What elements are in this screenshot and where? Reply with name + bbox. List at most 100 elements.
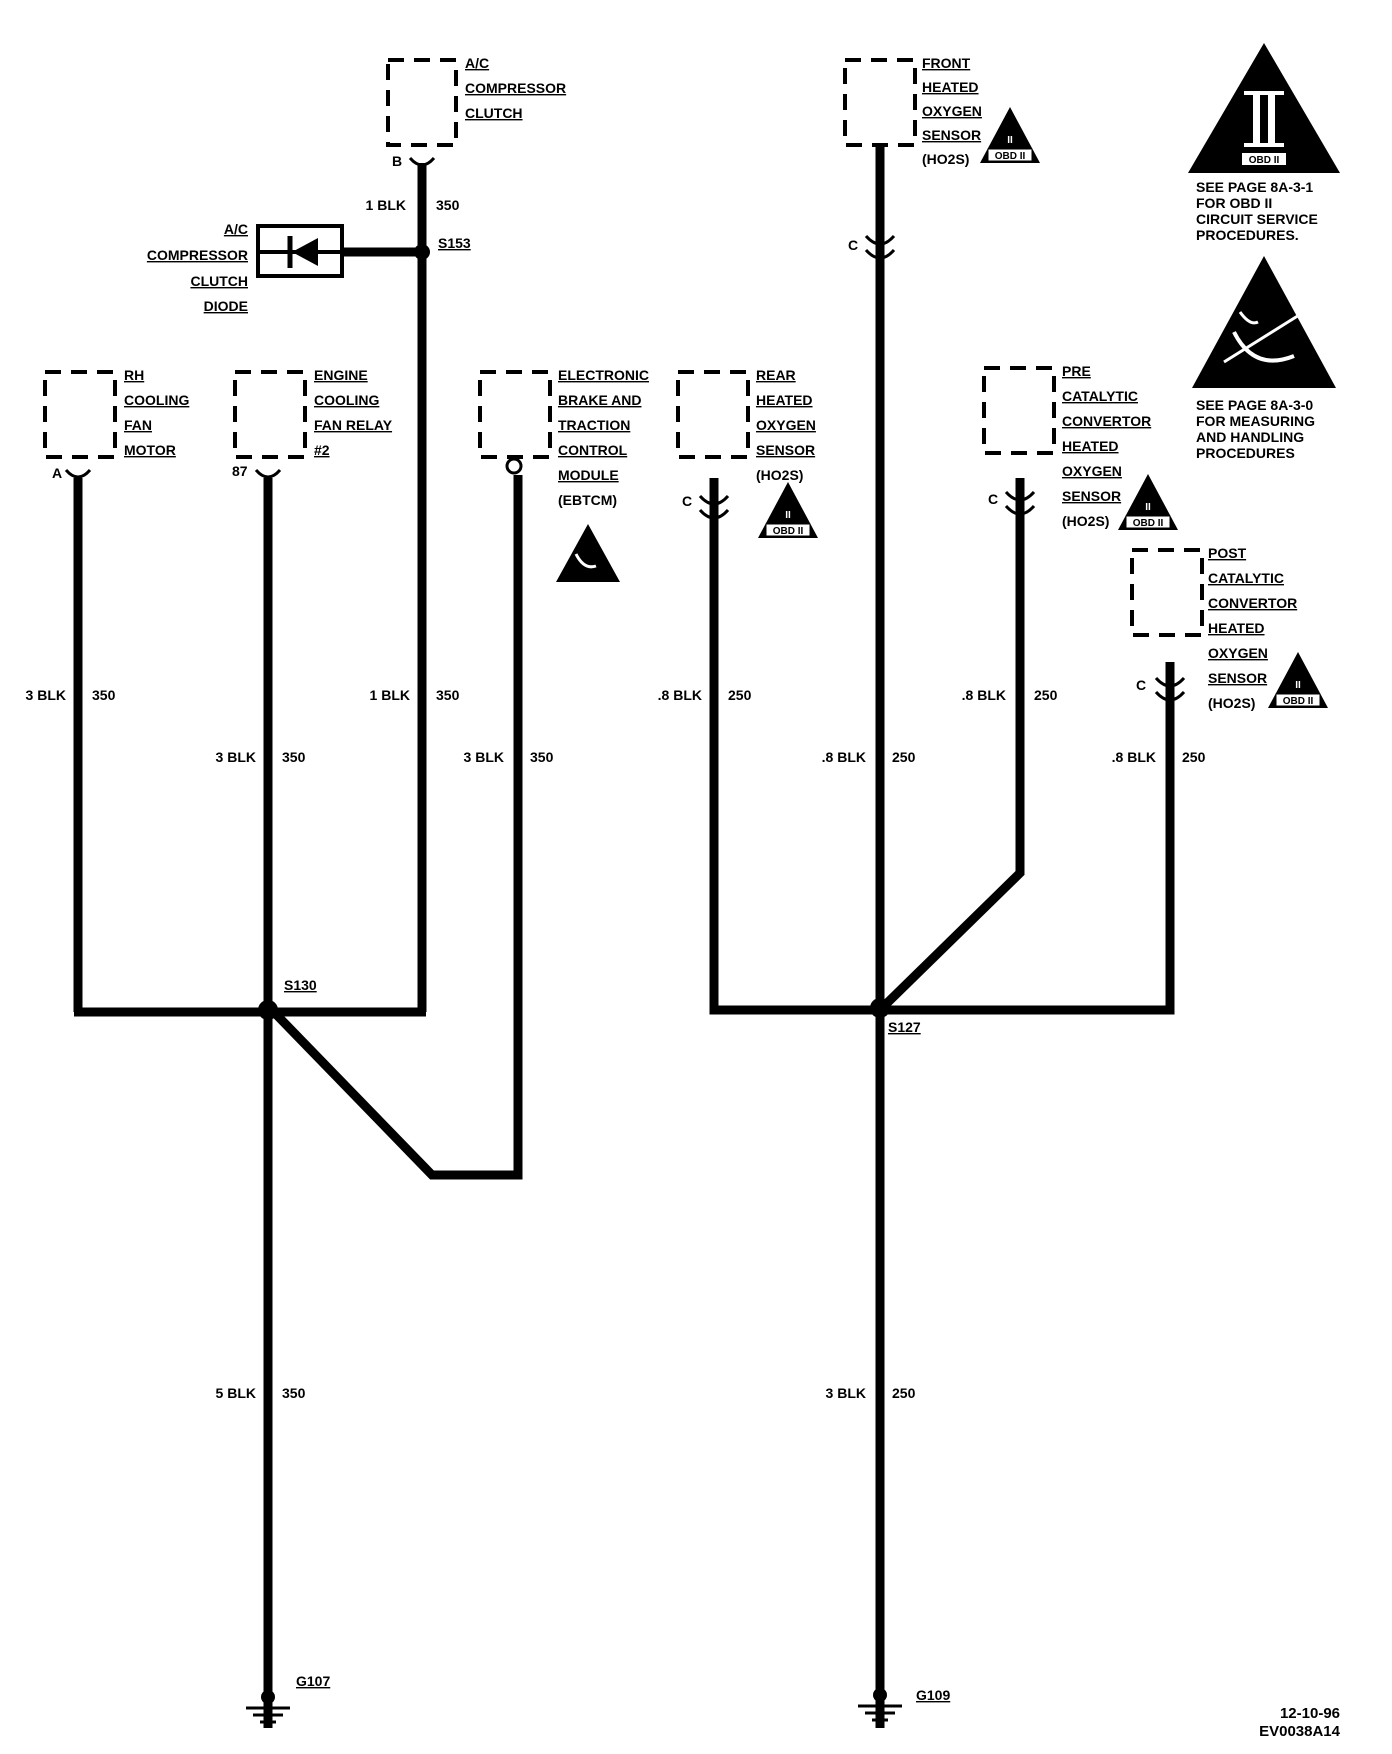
svg-text:A/C: A/C bbox=[224, 221, 248, 237]
svg-text:350: 350 bbox=[436, 197, 460, 213]
fan-relay-box bbox=[233, 370, 307, 459]
svg-text:350: 350 bbox=[436, 687, 460, 703]
svg-text:350: 350 bbox=[92, 687, 116, 703]
svg-text:OBD II: OBD II bbox=[1283, 696, 1314, 707]
svg-text:PROCEDURES: PROCEDURES bbox=[1196, 445, 1295, 461]
svg-text:OXYGEN: OXYGEN bbox=[1208, 645, 1268, 661]
svg-text:CLUTCH: CLUTCH bbox=[190, 273, 248, 289]
svg-text:HEATED: HEATED bbox=[1062, 438, 1119, 454]
rh-fan-box bbox=[43, 370, 117, 459]
terminal-ebtcm bbox=[505, 457, 523, 475]
svg-text:C: C bbox=[848, 237, 858, 253]
svg-text:OBD II: OBD II bbox=[1133, 518, 1164, 529]
terminal-ac-clutch bbox=[408, 156, 436, 167]
svg-text:HEATED: HEATED bbox=[922, 79, 979, 95]
svg-text:#2: #2 bbox=[314, 442, 330, 458]
svg-text:.8 BLK: .8 BLK bbox=[658, 687, 702, 703]
svg-text:FOR MEASURING: FOR MEASURING bbox=[1196, 413, 1315, 429]
svg-text:1 BLK: 1 BLK bbox=[370, 687, 410, 703]
svg-text:250: 250 bbox=[892, 1385, 916, 1401]
svg-text:FAN: FAN bbox=[124, 417, 152, 433]
svg-text:POST: POST bbox=[1208, 545, 1247, 561]
splice-s153-dot bbox=[414, 244, 430, 260]
splice-labels: S153 S130 S127 G107 G109 bbox=[284, 235, 950, 1703]
svg-text:350: 350 bbox=[282, 1385, 306, 1401]
svg-text:BRAKE AND: BRAKE AND bbox=[558, 392, 641, 408]
svg-text:.8 BLK: .8 BLK bbox=[822, 749, 866, 765]
svg-text:COMPRESSOR: COMPRESSOR bbox=[465, 80, 566, 96]
rear-ho2s-box bbox=[676, 370, 750, 459]
svg-text:II: II bbox=[1295, 680, 1301, 691]
svg-text:ELECTRONIC: ELECTRONIC bbox=[558, 367, 649, 383]
svg-text:3 BLK: 3 BLK bbox=[26, 687, 66, 703]
svg-text:SENSOR: SENSOR bbox=[756, 442, 815, 458]
ac-clutch-box bbox=[386, 58, 458, 147]
obd-warning-icon-pre-cat: OBD II II bbox=[1118, 474, 1178, 530]
svg-text:B: B bbox=[392, 153, 402, 169]
svg-text:FRONT: FRONT bbox=[922, 55, 971, 71]
svg-text:(HO2S): (HO2S) bbox=[922, 151, 969, 167]
svg-text:3 BLK: 3 BLK bbox=[826, 1385, 866, 1401]
svg-text:(HO2S): (HO2S) bbox=[1208, 695, 1255, 711]
esd-icon bbox=[556, 524, 620, 582]
svg-text:(HO2S): (HO2S) bbox=[756, 467, 803, 483]
right-wiring bbox=[709, 145, 1175, 1728]
svg-text:REAR: REAR bbox=[756, 367, 796, 383]
label-rear-ho2s: REAR HEATED OXYGEN SENSOR (HO2S) C bbox=[682, 367, 816, 509]
svg-text:PROCEDURES.: PROCEDURES. bbox=[1196, 227, 1299, 243]
label-fan-relay: ENGINE COOLING FAN RELAY #2 87 bbox=[232, 367, 393, 479]
splice-s130-dot bbox=[258, 1000, 278, 1020]
label-ac-clutch: A/C COMPRESSOR CLUTCH B bbox=[392, 55, 566, 169]
svg-text:OXYGEN: OXYGEN bbox=[1062, 463, 1122, 479]
svg-text:250: 250 bbox=[728, 687, 752, 703]
svg-text:OBD II: OBD II bbox=[773, 526, 804, 537]
svg-text:COOLING: COOLING bbox=[124, 392, 189, 408]
svg-text:S130: S130 bbox=[284, 977, 317, 993]
svg-text:.8 BLK: .8 BLK bbox=[962, 687, 1006, 703]
component-boxes bbox=[43, 58, 1204, 637]
ground-g109-symbol bbox=[858, 1688, 902, 1722]
svg-text:3 BLK: 3 BLK bbox=[216, 749, 256, 765]
ac-compressor-clutch-diode bbox=[256, 224, 344, 278]
svg-text:AND HANDLING: AND HANDLING bbox=[1196, 429, 1304, 445]
esd-legend-icon bbox=[1192, 256, 1336, 388]
wire-ebtcm bbox=[264, 475, 523, 1180]
obd-warning-icon-front: OBD II II bbox=[980, 107, 1040, 163]
wire-labels: 1 BLK 350 3 BLK 350 3 BLK 350 1 BLK 350 … bbox=[26, 197, 1206, 1401]
wire-s127-bus bbox=[709, 478, 1175, 1015]
svg-text:(EBTCM): (EBTCM) bbox=[558, 492, 617, 508]
stamp-date: 12-10-96 bbox=[1280, 1705, 1340, 1722]
drawing-stamp: 12-10-96 EV0038A14 bbox=[1259, 1705, 1341, 1740]
splices bbox=[258, 244, 890, 1020]
label-front-ho2s: FRONT HEATED OXYGEN SENSOR (HO2S) C bbox=[848, 55, 982, 253]
svg-text:II: II bbox=[1145, 502, 1151, 513]
svg-text:G109: G109 bbox=[916, 1687, 950, 1703]
svg-text:MOTOR: MOTOR bbox=[124, 442, 176, 458]
svg-text:SEE PAGE 8A-3-1: SEE PAGE 8A-3-1 bbox=[1196, 179, 1313, 195]
svg-text:COMPRESSOR: COMPRESSOR bbox=[147, 247, 248, 263]
svg-text:FAN RELAY: FAN RELAY bbox=[314, 417, 393, 433]
label-pre-cat-ho2s: PRE CATALYTIC CONVERTOR HEATED OXYGEN SE… bbox=[988, 363, 1151, 529]
svg-text:ENGINE: ENGINE bbox=[314, 367, 368, 383]
svg-text:CIRCUIT SERVICE: CIRCUIT SERVICE bbox=[1196, 211, 1318, 227]
svg-text:MODULE: MODULE bbox=[558, 467, 619, 483]
svg-text:C: C bbox=[1136, 677, 1146, 693]
connector-terminals bbox=[64, 156, 1186, 702]
svg-text:5 BLK: 5 BLK bbox=[216, 1385, 256, 1401]
svg-text:(HO2S): (HO2S) bbox=[1062, 513, 1109, 529]
svg-text:RH: RH bbox=[124, 367, 144, 383]
splice-s127-dot bbox=[870, 998, 890, 1018]
wire-pre-cat bbox=[878, 478, 1025, 1012]
svg-text:HEATED: HEATED bbox=[1208, 620, 1265, 636]
svg-text:87: 87 bbox=[232, 463, 248, 479]
svg-text:FOR OBD II: FOR OBD II bbox=[1196, 195, 1272, 211]
left-wiring bbox=[73, 163, 523, 1728]
svg-text:SENSOR: SENSOR bbox=[1062, 488, 1121, 504]
svg-text:250: 250 bbox=[1034, 687, 1058, 703]
svg-text:A: A bbox=[52, 465, 62, 481]
svg-text:S153: S153 bbox=[438, 235, 471, 251]
esd-note: SEE PAGE 8A-3-0 FOR MEASURING AND HANDLI… bbox=[1196, 397, 1315, 461]
stamp-code: EV0038A14 bbox=[1259, 1723, 1341, 1740]
svg-text:SENSOR: SENSOR bbox=[1208, 670, 1267, 686]
